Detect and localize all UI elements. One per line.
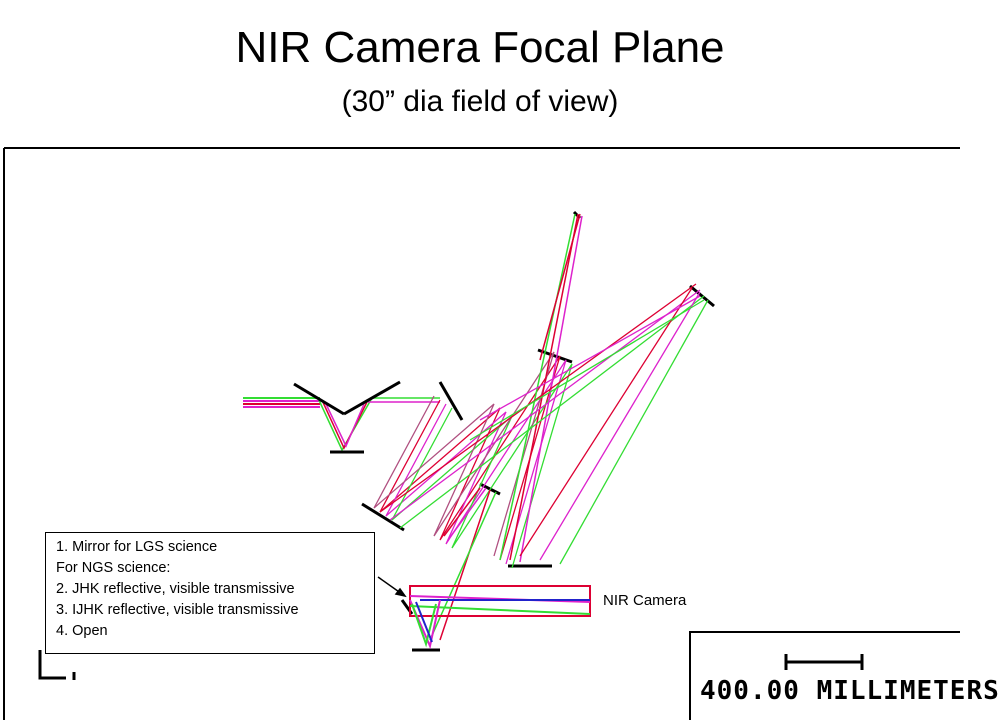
input-beam <box>243 397 320 408</box>
ray-bundle-right-fan <box>379 283 709 565</box>
fold-mirrors-v <box>317 397 440 452</box>
scale-bar-label: 400.00 MILLIMETERS <box>700 676 1000 706</box>
ray-bundle-to-camera <box>429 487 497 641</box>
diagram-frame <box>3 147 960 720</box>
nir-camera-optics <box>409 585 591 650</box>
legend-line-2: For NGS science: <box>56 560 171 576</box>
scale-bar <box>784 654 864 670</box>
nir-camera-label: NIR Camera <box>603 592 687 609</box>
slide-subtitle: (30” dia field of view) <box>341 85 619 118</box>
slide-title: NIR Camera Focal Plane <box>235 23 725 72</box>
axis-glyph <box>38 650 76 680</box>
legend-line-3: 2. JHK reflective, visible transmissive <box>56 581 295 597</box>
legend-line-5: 4. Open <box>56 623 108 639</box>
legend-pointer-arrow <box>377 576 407 598</box>
optical-layout-diagram <box>3 147 960 720</box>
legend-line-1: 1. Mirror for LGS science <box>56 539 218 555</box>
legend-box: 1. Mirror for LGS science For NGS scienc… <box>45 532 375 654</box>
legend-line-4: 3. IJHK reflective, visible transmissive <box>56 602 299 618</box>
